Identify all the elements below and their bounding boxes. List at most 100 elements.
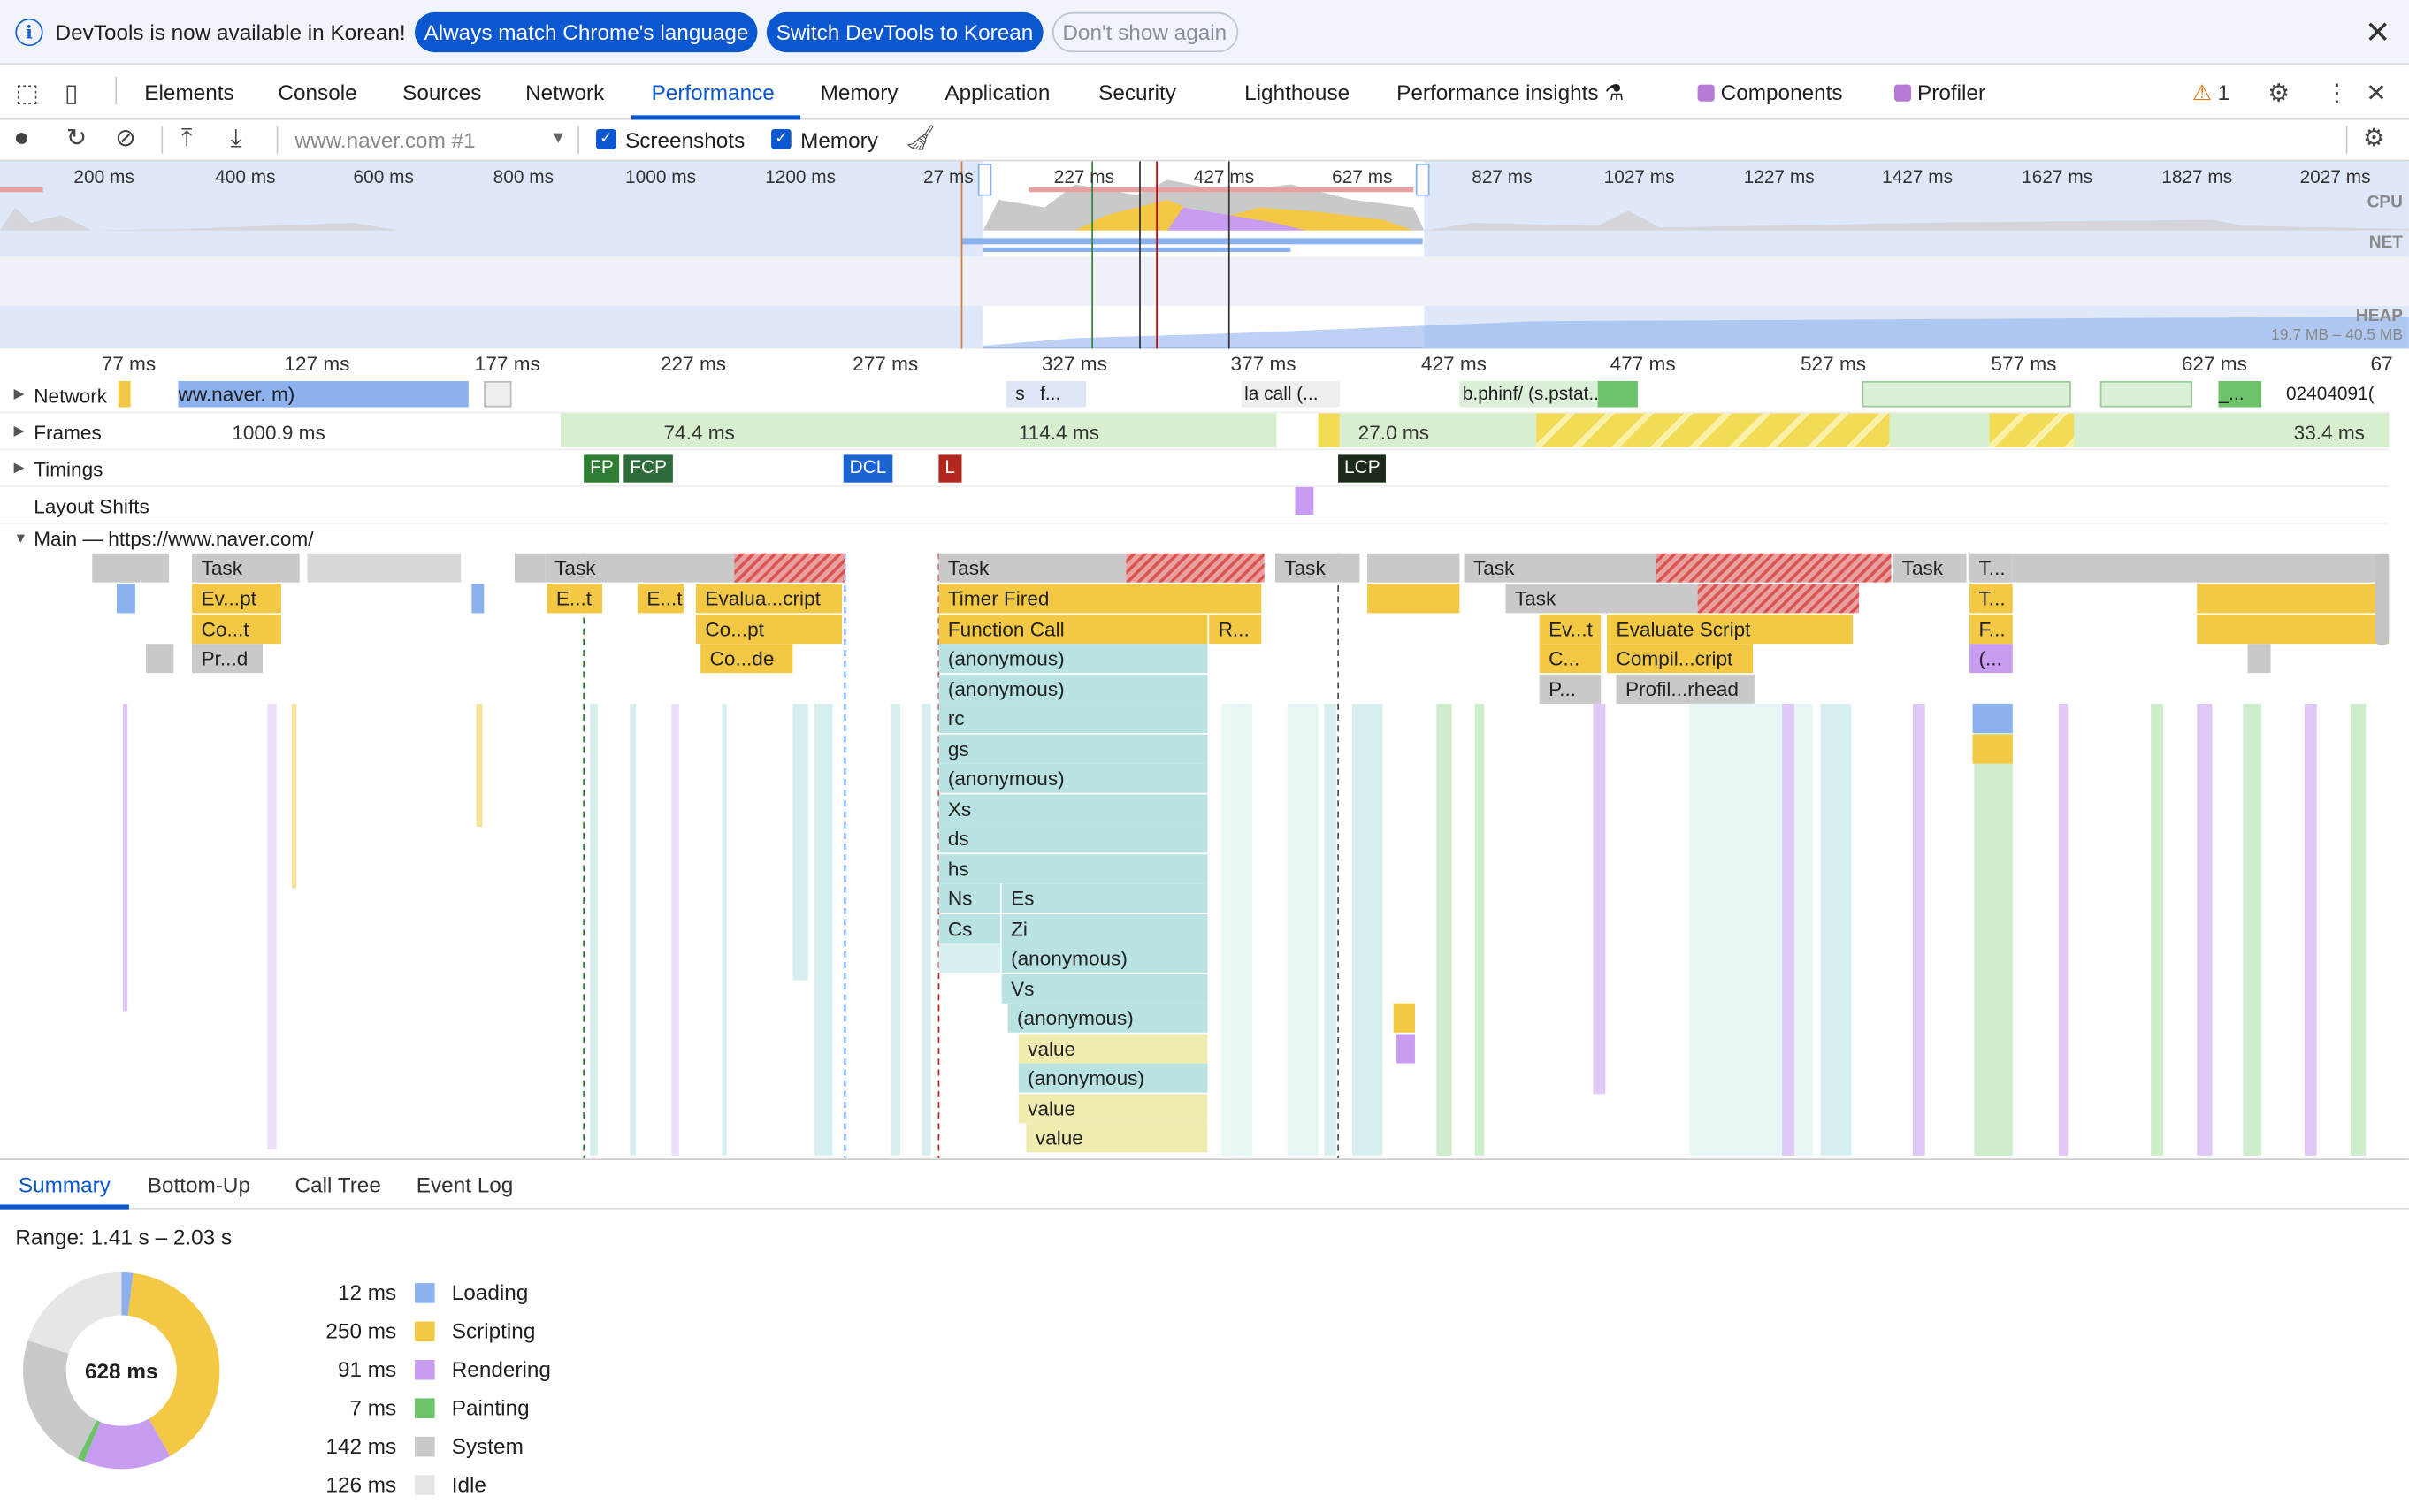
screenshots-checkbox[interactable]: ✓: [596, 128, 616, 149]
flame-event[interactable]: Ev...pt: [192, 584, 281, 614]
network-request[interactable]: ww.naver. m): [178, 380, 469, 408]
load-profile-icon[interactable]: ⤒: [180, 126, 193, 153]
settings-gear-icon[interactable]: ⚙: [2268, 81, 2290, 108]
tab-call-tree[interactable]: Call Tree: [294, 1172, 381, 1197]
memory-checkbox[interactable]: ✓: [771, 128, 792, 149]
tab-components[interactable]: Components: [1697, 80, 1843, 104]
flame-event[interactable]: Evaluate Script: [1607, 615, 1854, 645]
flame-event[interactable]: Pr...d: [192, 644, 264, 674]
flame-event[interactable]: (anonymous): [938, 674, 1208, 704]
chevron-down-icon[interactable]: ▼: [549, 128, 567, 148]
expand-triangle-icon[interactable]: ▶: [13, 386, 25, 401]
flame-event[interactable]: [938, 943, 1000, 974]
flame-event[interactable]: P...: [1539, 674, 1602, 704]
flame-event[interactable]: (...: [1969, 644, 2013, 674]
flame-event[interactable]: Co...pt: [695, 615, 842, 645]
tab-elements[interactable]: Elements: [144, 80, 234, 105]
flame-event[interactable]: (anonymous): [938, 644, 1208, 674]
flame-event[interactable]: value: [1026, 1123, 1208, 1153]
flame-event[interactable]: Vs: [1001, 974, 1208, 1004]
tab-summary[interactable]: Summary: [18, 1172, 111, 1197]
flame-event[interactable]: (anonymous): [1018, 1063, 1208, 1093]
flame-event[interactable]: Timer Fired: [938, 584, 1262, 614]
tab-application[interactable]: Application: [944, 80, 1051, 105]
flame-event[interactable]: Evalua...cript: [695, 584, 842, 614]
garbage-collect-icon[interactable]: 🧹︎: [905, 126, 937, 153]
flame-event[interactable]: (anonymous): [1001, 943, 1208, 974]
tab-network[interactable]: Network: [525, 80, 605, 105]
timeline-overview[interactable]: 200 ms 400 ms 600 ms 800 ms 1000 ms 1200…: [0, 161, 2409, 349]
inspect-element-icon[interactable]: ⬚: [15, 81, 39, 108]
fp-marker[interactable]: FP: [584, 454, 620, 483]
flame-scrollbar[interactable]: [2375, 553, 2390, 645]
flame-event[interactable]: Function Call: [938, 615, 1208, 645]
tab-memory[interactable]: Memory: [820, 80, 899, 105]
network-request[interactable]: _...: [2218, 380, 2262, 408]
flame-event[interactable]: T...: [1969, 584, 2013, 614]
close-devtools-icon[interactable]: ✕: [2366, 81, 2387, 108]
flame-event[interactable]: (anonymous): [938, 763, 1208, 793]
tab-performance-insights[interactable]: Performance insights ⚗: [1396, 80, 1624, 106]
layout-shift-marker[interactable]: [1295, 486, 1314, 515]
flame-event[interactable]: Xs: [938, 794, 1208, 824]
flame-event[interactable]: E...t: [547, 584, 602, 614]
flame-event[interactable]: Task: [1505, 584, 1698, 614]
lcp-marker[interactable]: LCP: [1338, 454, 1387, 483]
tab-sources[interactable]: Sources: [402, 80, 482, 105]
flame-event[interactable]: Task: [1274, 553, 1360, 583]
layout-shifts-track[interactable]: Layout Shifts: [0, 486, 2390, 524]
flame-event[interactable]: F...: [1969, 615, 2013, 645]
reload-record-icon[interactable]: ↻: [65, 126, 87, 153]
flame-event[interactable]: Ev...t: [1539, 615, 1602, 645]
flame-event[interactable]: value: [1018, 1094, 1208, 1124]
network-track[interactable]: ▶ Network ww.naver. m) s f... la call (.…: [0, 376, 2390, 414]
flame-event[interactable]: Task: [545, 553, 738, 583]
flame-event[interactable]: Task: [938, 553, 1127, 583]
flame-event[interactable]: Task: [1464, 553, 1656, 583]
flame-event[interactable]: hs: [938, 854, 1208, 884]
capture-settings-icon[interactable]: ⚙: [2362, 126, 2385, 153]
network-request[interactable]: la call (...: [1241, 380, 1340, 408]
frames-track[interactable]: ▶ Frames 1000.9 ms 74.4 ms 114.4 ms 27.0…: [0, 413, 2390, 451]
tab-console[interactable]: Console: [278, 80, 357, 105]
flame-event[interactable]: Cs: [938, 913, 1000, 944]
flame-event[interactable]: Es: [1001, 883, 1208, 913]
flame-event[interactable]: Co...de: [700, 644, 793, 674]
network-request[interactable]: s f...: [1006, 380, 1087, 408]
profile-select[interactable]: www.naver.com #1: [294, 127, 476, 153]
clear-icon[interactable]: ⊘: [115, 126, 136, 153]
flame-event[interactable]: Ns: [938, 883, 1000, 913]
collapse-triangle-icon[interactable]: ▼: [13, 530, 28, 546]
flame-event[interactable]: Profil...rhead: [1616, 674, 1755, 704]
flame-event[interactable]: Zi: [1001, 913, 1208, 944]
flame-event[interactable]: (anonymous): [1007, 1003, 1208, 1033]
timings-track[interactable]: ▶ Timings FP FCP DCL L LCP: [0, 450, 2390, 487]
tab-lighthouse[interactable]: Lighthouse: [1244, 80, 1350, 105]
flame-event[interactable]: gs: [938, 734, 1208, 764]
tab-event-log[interactable]: Event Log: [416, 1172, 514, 1197]
flame-event[interactable]: rc: [938, 703, 1208, 733]
tab-performance[interactable]: Performance: [651, 80, 775, 105]
close-icon[interactable]: ✕: [2364, 17, 2391, 51]
fcp-marker[interactable]: FCP: [623, 454, 673, 483]
dont-show-again-button[interactable]: Don't show again: [1052, 11, 1238, 52]
flame-event[interactable]: Task: [192, 553, 300, 583]
device-toolbar-icon[interactable]: ▯: [64, 81, 79, 108]
flame-event[interactable]: ds: [938, 823, 1208, 853]
main-thread-header[interactable]: ▼ Main — https://www.naver.com/: [0, 523, 2390, 554]
switch-to-korean-button[interactable]: Switch DevTools to Korean: [767, 11, 1043, 52]
dcl-marker[interactable]: DCL: [843, 454, 893, 483]
network-request[interactable]: 02404091(: [2285, 380, 2390, 408]
always-match-language-button[interactable]: Always match Chrome's language: [415, 11, 758, 52]
record-icon[interactable]: ⏺: [15, 126, 28, 153]
flame-event[interactable]: Task: [1893, 553, 1967, 583]
expand-triangle-icon[interactable]: ▶: [13, 422, 25, 439]
flame-event[interactable]: E...t: [637, 584, 684, 614]
flame-event[interactable]: Compil...cript: [1607, 644, 1754, 674]
issues-counter[interactable]: ⚠ 1: [2192, 80, 2229, 106]
expand-triangle-icon[interactable]: ▶: [13, 459, 25, 475]
tab-profiler[interactable]: Profiler: [1893, 80, 1985, 104]
flame-event[interactable]: value: [1018, 1034, 1208, 1064]
flame-event[interactable]: Co...t: [192, 615, 281, 645]
more-options-icon[interactable]: ⋮: [2324, 81, 2350, 108]
